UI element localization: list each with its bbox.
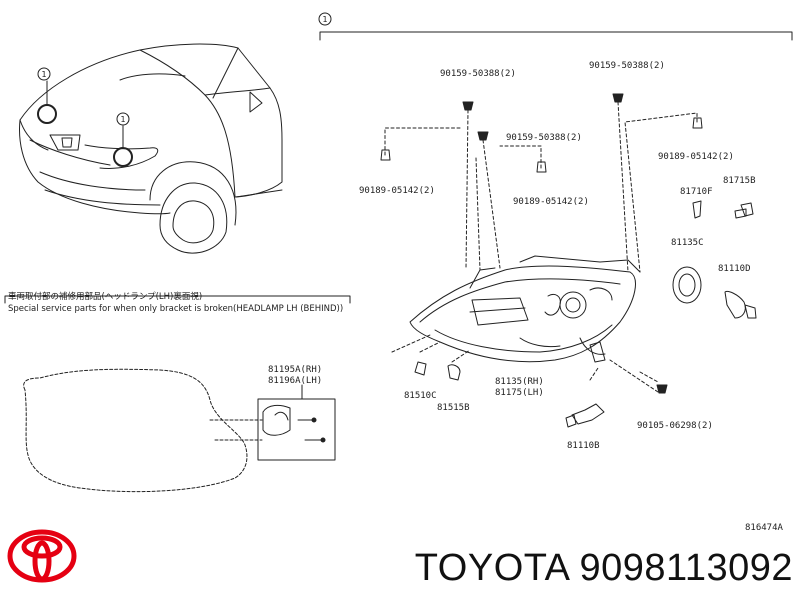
brand-name: TOYOTA bbox=[414, 547, 569, 589]
callout-marker-left: 1 bbox=[41, 70, 46, 79]
label-81515b: 81515B bbox=[437, 403, 470, 413]
label-90105: 90105-06298(2) bbox=[637, 421, 713, 431]
screw-icons bbox=[380, 93, 703, 394]
label-90159-b: 90159-50388(2) bbox=[589, 61, 665, 71]
label-81196a: 81196A(LH) bbox=[268, 376, 322, 386]
label-81510c: 81510C bbox=[404, 391, 437, 401]
callout-marker-right: 1 bbox=[120, 115, 125, 124]
headlamp-assembly bbox=[409, 255, 641, 363]
brand-caption: TOYOTA 9098113092 bbox=[368, 546, 793, 590]
special-parts-section bbox=[4, 295, 351, 493]
label-81110b: 81110B bbox=[567, 441, 600, 451]
label-90189-c: 90189-05142(2) bbox=[658, 152, 734, 162]
toyota-logo-icon bbox=[7, 529, 77, 583]
label-81135c: 81135C bbox=[671, 238, 704, 248]
part-labels: 1 1 1 90159-50388(2) 90159-50388(2) 9015… bbox=[8, 15, 784, 533]
leader-lines bbox=[384, 101, 698, 393]
label-81135-rh: 81135(RH) bbox=[495, 377, 544, 387]
label-90189-b: 90189-05142(2) bbox=[513, 197, 589, 207]
callout-marker-group: 1 bbox=[322, 15, 327, 24]
label-90159-c: 90159-50388(2) bbox=[506, 133, 582, 143]
label-90159-a: 90159-50388(2) bbox=[440, 69, 516, 79]
note-japanese: 車両取付部の補修用部品(ヘッドランプ(LH)裏面視) bbox=[8, 291, 202, 302]
bulb-components bbox=[414, 200, 757, 428]
label-90189-a: 90189-05142(2) bbox=[359, 186, 435, 196]
brand-part-number: 9098113092 bbox=[579, 547, 793, 589]
label-81710f: 81710F bbox=[680, 187, 713, 197]
car-front-illustration bbox=[19, 43, 283, 254]
label-81715b: 81715B bbox=[723, 176, 756, 186]
label-81110d: 81110D bbox=[718, 264, 751, 274]
note-english: Special service parts for when only brac… bbox=[8, 304, 343, 314]
label-81195a: 81195A(RH) bbox=[268, 365, 322, 375]
label-81175-lh: 81175(LH) bbox=[495, 388, 544, 398]
group-bracket bbox=[318, 12, 793, 41]
diagram-id: 816474A bbox=[745, 523, 784, 533]
